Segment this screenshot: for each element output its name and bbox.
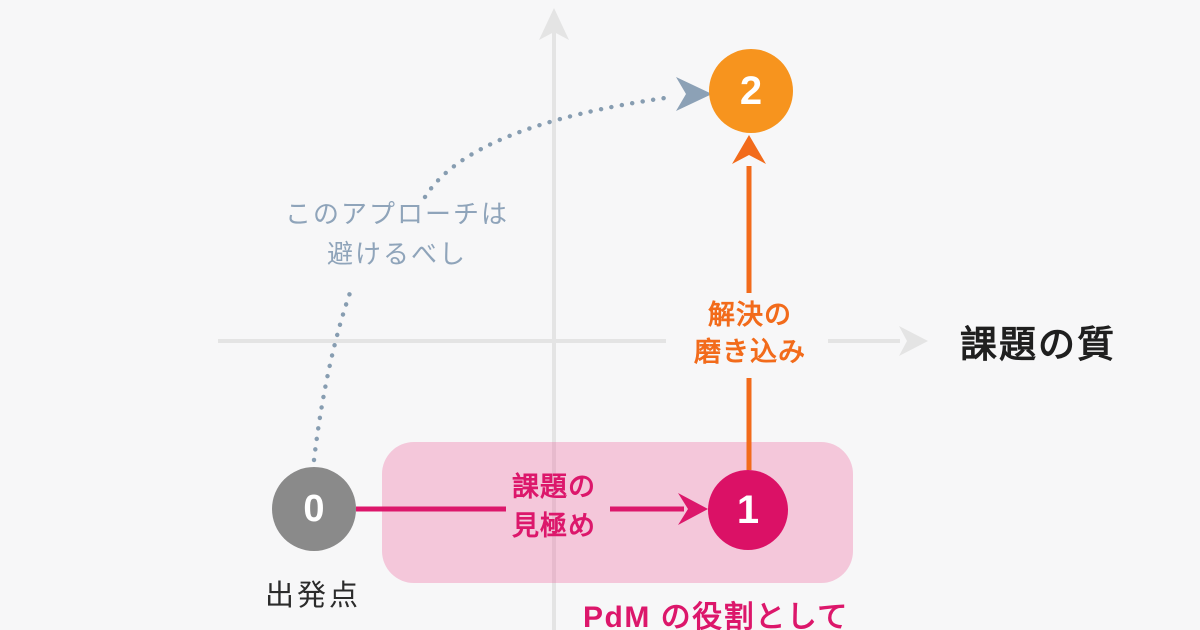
node-start-number: 0 [303,487,325,530]
solution-polish-label-line2: 磨き込み [694,337,806,367]
y-axis-arrow-icon [539,8,569,40]
problem-identify-label-line2: 見極め [512,511,596,541]
node-step1-number: 1 [736,487,760,532]
solution-arrowhead-icon [732,135,766,164]
avoid-approach-label: このアプローチは 避けるべし [285,194,509,274]
avoid-approach-label-line2: 避けるべし [326,239,468,269]
problem-identify-label: 課題の 見極め [512,468,596,546]
start-point-caption: 出発点 [264,580,362,612]
avoid-curve-lower [311,284,355,463]
avoid-curve-upper [422,94,675,200]
pdm-role-label: PdM の役割として [583,601,849,630]
solution-polish-label: 解決の 磨き込み [694,297,806,371]
solution-polish-label-line1: 解決の [708,300,792,330]
avoid-arrowhead-icon [676,77,712,111]
problem-arrowhead-icon [678,493,708,525]
avoid-approach-label-line1: このアプローチは [284,199,510,229]
node-step2-number: 2 [739,68,763,113]
node-start: 0 [272,467,356,551]
x-axis-arrow-icon [899,326,928,356]
x-axis-label: 課題の質 [960,324,1116,365]
node-step1: 1 [708,470,788,550]
problem-identify-label-line1: 課題の [512,472,596,502]
node-step2: 2 [709,49,793,133]
